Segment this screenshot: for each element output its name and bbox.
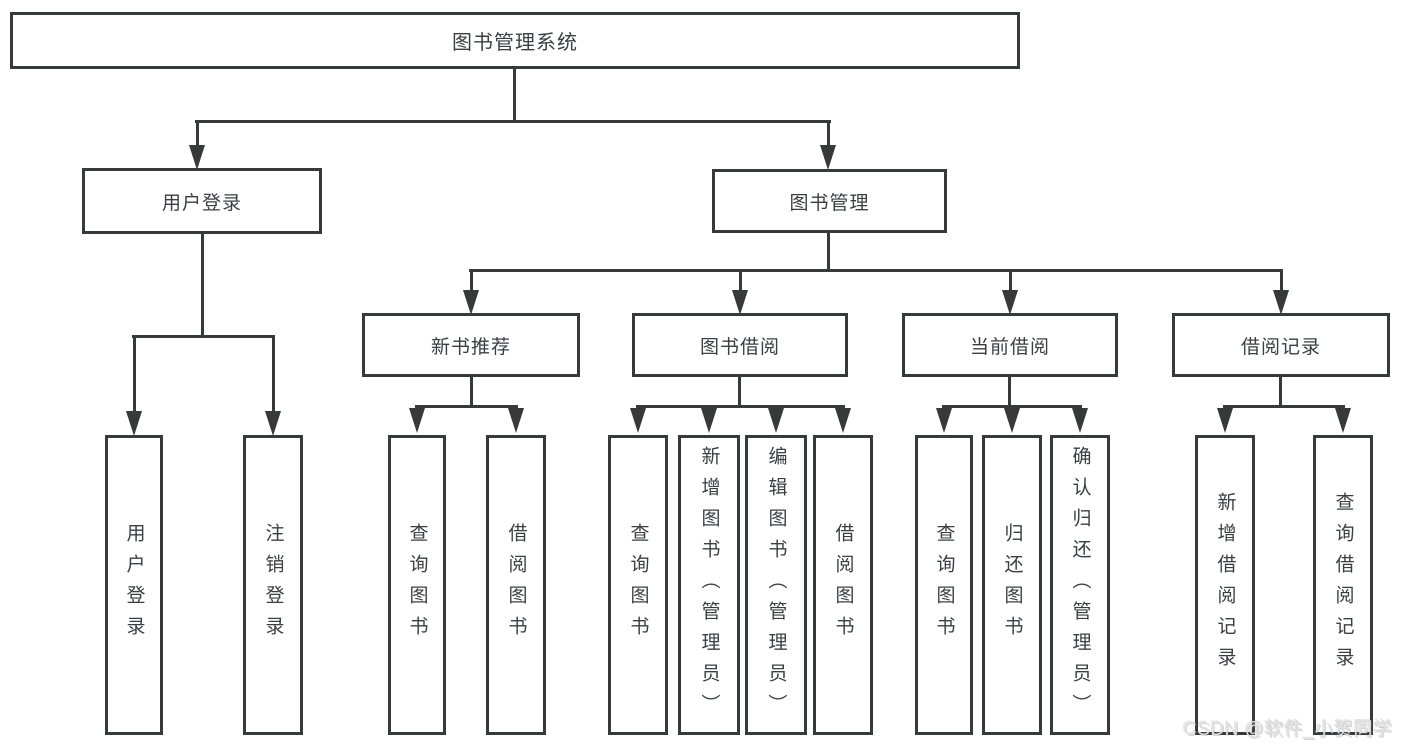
arrowhead-icon — [409, 408, 425, 433]
connector-line — [513, 68, 516, 122]
leaf-query-books-current: 查询图书 — [915, 435, 973, 735]
leaf-label: 新增借阅记录 — [1214, 492, 1236, 678]
leaf-label: 查询图书 — [933, 523, 955, 647]
connector-line — [1008, 376, 1011, 407]
connector-line — [415, 405, 518, 408]
connector-line — [272, 337, 275, 414]
arrowhead-icon — [508, 408, 524, 433]
arrowhead-icon — [1002, 290, 1018, 315]
connector-line — [738, 376, 741, 407]
arrowhead-icon — [1335, 408, 1351, 433]
connector-line — [201, 233, 204, 337]
arrowhead-icon — [1273, 290, 1289, 315]
leaf-query-books-recommendation: 查询图书 — [388, 435, 446, 735]
arrowhead-icon — [265, 411, 281, 436]
connector-line — [1009, 271, 1012, 293]
node-label: 图书管理系统 — [452, 32, 578, 54]
connector-line — [942, 405, 1082, 408]
connector-line — [1280, 271, 1283, 293]
leaf-logout: 注销登录 — [243, 435, 303, 735]
connector-line — [469, 269, 1283, 272]
arrowhead-icon — [701, 408, 717, 433]
node-new-book-recommendation: 新书推荐 — [362, 313, 580, 377]
leaf-add-borrow-record: 新增借阅记录 — [1195, 435, 1255, 735]
leaf-label: 注销登录 — [262, 523, 284, 647]
leaf-label: 查询图书 — [627, 523, 649, 647]
node-book-management: 图书管理 — [712, 169, 947, 233]
arrowhead-icon — [1004, 408, 1020, 433]
leaf-return-books: 归还图书 — [982, 435, 1042, 735]
arrowhead-icon — [936, 408, 952, 433]
arrowhead-icon — [835, 408, 851, 433]
leaf-label: 编辑图书（管理员） — [765, 445, 787, 725]
leaf-label: 新增图书（管理员） — [698, 445, 720, 725]
connector-line — [827, 232, 830, 272]
leaf-label: 借阅图书 — [505, 523, 527, 647]
node-current-borrowing: 当前借阅 — [902, 313, 1118, 377]
connector-line — [196, 122, 199, 148]
arrowhead-icon — [1072, 408, 1088, 433]
leaf-label: 查询图书 — [406, 523, 428, 647]
node-book-borrowing: 图书借阅 — [632, 313, 848, 377]
leaf-label: 查询借阅记录 — [1332, 492, 1354, 678]
leaf-confirm-return-admin: 确认归还（管理员） — [1050, 435, 1110, 735]
node-label: 用户登录 — [161, 192, 242, 214]
connector-line — [470, 376, 473, 407]
connector-line — [739, 271, 742, 293]
node-borrowing-records: 借阅记录 — [1172, 313, 1390, 377]
connector-line — [636, 405, 845, 408]
leaf-edit-book-admin: 编辑图书（管理员） — [745, 435, 807, 735]
connector-line — [195, 120, 831, 123]
connector-line — [1279, 376, 1282, 407]
arrowhead-icon — [630, 408, 646, 433]
leaf-query-borrow-record: 查询借阅记录 — [1313, 435, 1373, 735]
arrowhead-icon — [126, 411, 142, 436]
leaf-borrow-books: 借阅图书 — [813, 435, 873, 735]
node-label: 图书管理 — [789, 192, 870, 214]
connector-line — [132, 335, 275, 338]
arrowhead-icon — [732, 290, 748, 315]
node-library-management-system: 图书管理系统 — [10, 12, 1020, 69]
node-label: 当前借阅 — [969, 336, 1050, 358]
leaf-label: 借阅图书 — [832, 523, 854, 647]
arrowhead-icon — [820, 145, 836, 170]
watermark: CSDN @软件_小贺同学 — [1183, 719, 1393, 740]
node-label: 图书借阅 — [699, 336, 780, 358]
node-user-login: 用户登录 — [82, 168, 322, 234]
arrowhead-icon — [463, 290, 479, 315]
connector-line — [133, 337, 136, 414]
node-label: 新书推荐 — [430, 336, 511, 358]
leaf-borrow-books-recommendation: 借阅图书 — [486, 435, 546, 735]
connector-line — [470, 271, 473, 293]
leaf-label: 用户登录 — [123, 523, 145, 647]
arrowhead-icon — [768, 408, 784, 433]
leaf-user-login: 用户登录 — [105, 435, 163, 735]
arrowhead-icon — [1217, 408, 1233, 433]
leaf-query-books-borrowing: 查询图书 — [608, 435, 668, 735]
node-label: 借阅记录 — [1240, 336, 1321, 358]
connector-line — [1223, 405, 1345, 408]
leaf-add-book-admin: 新增图书（管理员） — [678, 435, 740, 735]
leaf-label: 确认归还（管理员） — [1069, 445, 1091, 725]
arrowhead-icon — [189, 145, 205, 170]
connector-line — [827, 122, 830, 148]
leaf-label: 归还图书 — [1001, 523, 1023, 647]
